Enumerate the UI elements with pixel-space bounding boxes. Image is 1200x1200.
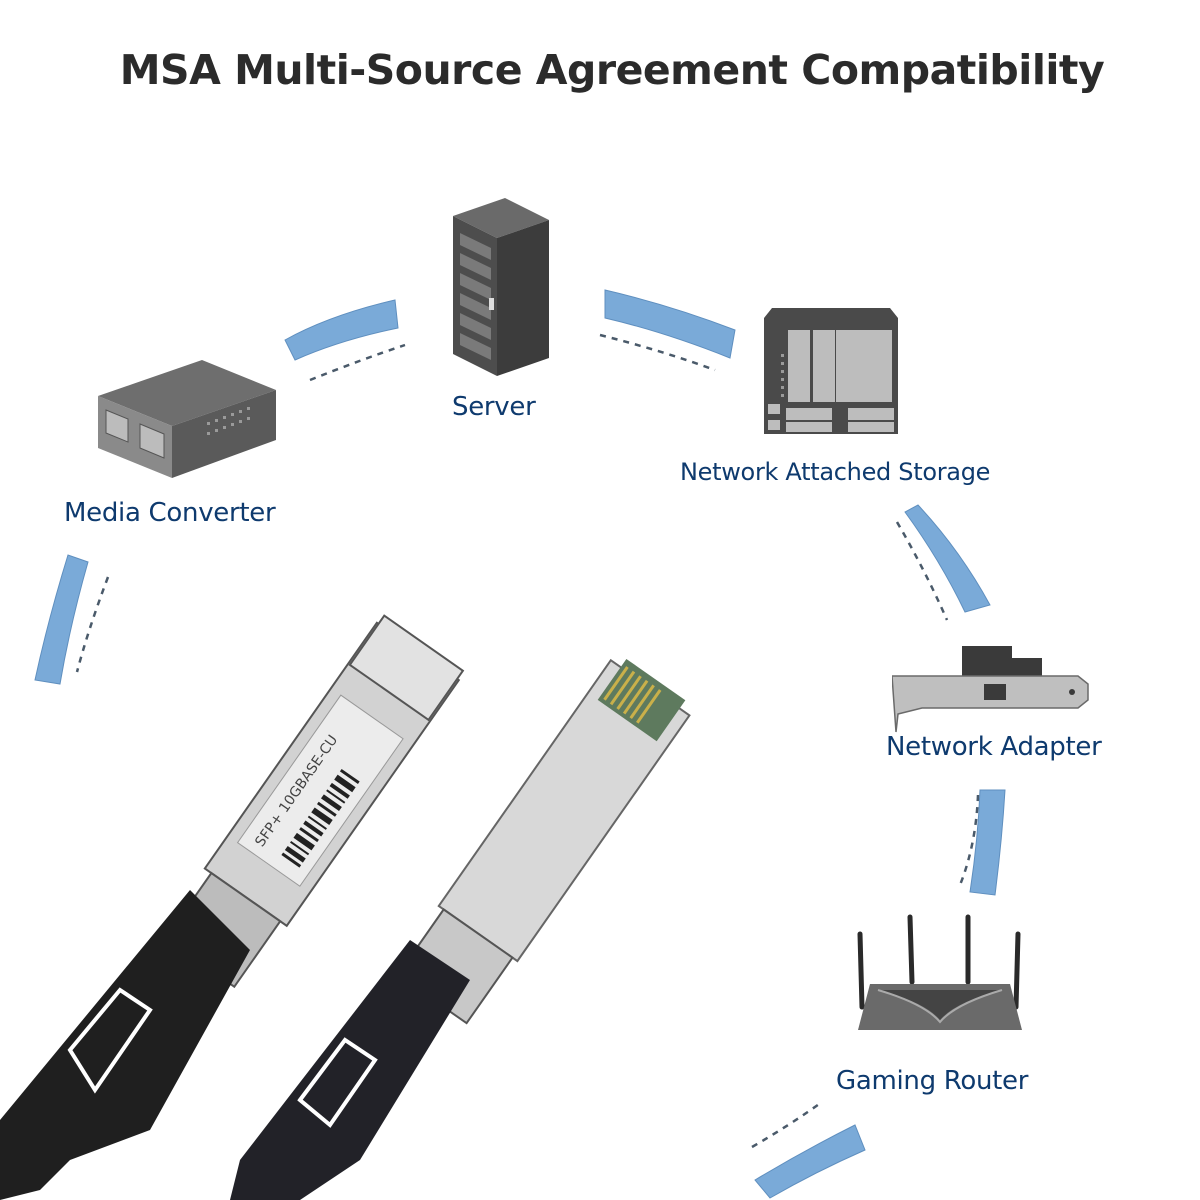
arc-left-mediaconv: [34, 554, 89, 685]
media-converter-label: Media Converter: [64, 498, 276, 528]
arc-server-nas: [604, 289, 736, 359]
dash-mediaconv-server: [309, 343, 406, 382]
server-rack-icon: [453, 198, 549, 376]
dash-server-nas: [599, 333, 716, 372]
dash-left-mediaconv: [75, 576, 110, 673]
nas-label: Network Attached Storage: [680, 458, 991, 486]
network-adapter-label: Network Adapter: [886, 732, 1102, 762]
sfp-dac-cable-icon: SFP+ 10GBASE-CU: [0, 614, 691, 1200]
router-icon: [857, 914, 1022, 1030]
page-title: MSA Multi-Source Agreement Compatibility: [119, 46, 1105, 94]
dash-router-bottom: [751, 1100, 823, 1149]
nas-icon: [764, 308, 898, 434]
arc-mediaconv-server: [284, 299, 399, 361]
arc-adapter-router: [969, 789, 1006, 896]
media-converter-icon: [98, 360, 276, 478]
server-label: Server: [452, 392, 536, 422]
gaming-router-label: Gaming Router: [836, 1066, 1029, 1096]
arc-nas-adapter: [904, 504, 991, 613]
arc-router-bottom: [754, 1124, 866, 1199]
network-adapter-card-icon: [892, 646, 1089, 733]
dash-nas-adapter: [895, 521, 949, 621]
